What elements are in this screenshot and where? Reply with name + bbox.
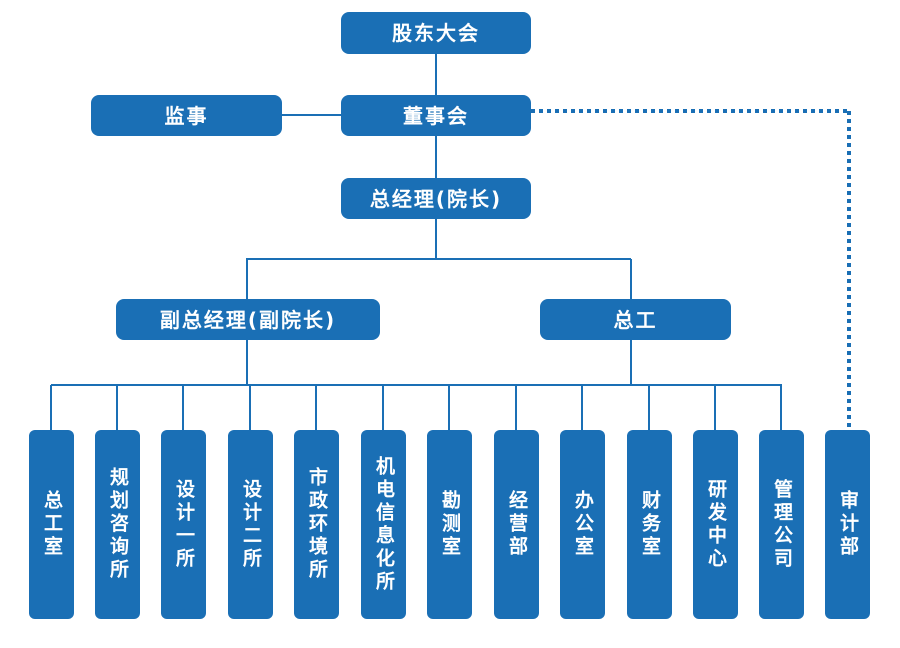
node-department: 市政环境所 bbox=[294, 430, 339, 619]
node-supervisor: 监事 bbox=[91, 95, 282, 136]
node-department: 办公室 bbox=[560, 430, 605, 619]
node-department: 设计二所 bbox=[228, 430, 273, 619]
node-department: 研发中心 bbox=[693, 430, 738, 619]
node-board: 董事会 bbox=[341, 95, 531, 136]
node-department: 勘测室 bbox=[427, 430, 472, 619]
node-department: 设计一所 bbox=[161, 430, 206, 619]
node-department: 机电信息化所 bbox=[361, 430, 406, 619]
node-department: 经营部 bbox=[494, 430, 539, 619]
node-shareholders: 股东大会 bbox=[341, 12, 531, 54]
node-department: 规划咨询所 bbox=[95, 430, 140, 619]
node-department: 财务室 bbox=[627, 430, 672, 619]
node-chief-engineer: 总工 bbox=[540, 299, 731, 340]
node-deputy-general-manager: 副总经理(副院长) bbox=[116, 299, 380, 340]
node-audit: 审计部 bbox=[825, 430, 870, 619]
node-department: 管理公司 bbox=[759, 430, 804, 619]
node-general-manager: 总经理(院长) bbox=[341, 178, 531, 219]
node-department: 总工室 bbox=[29, 430, 74, 619]
